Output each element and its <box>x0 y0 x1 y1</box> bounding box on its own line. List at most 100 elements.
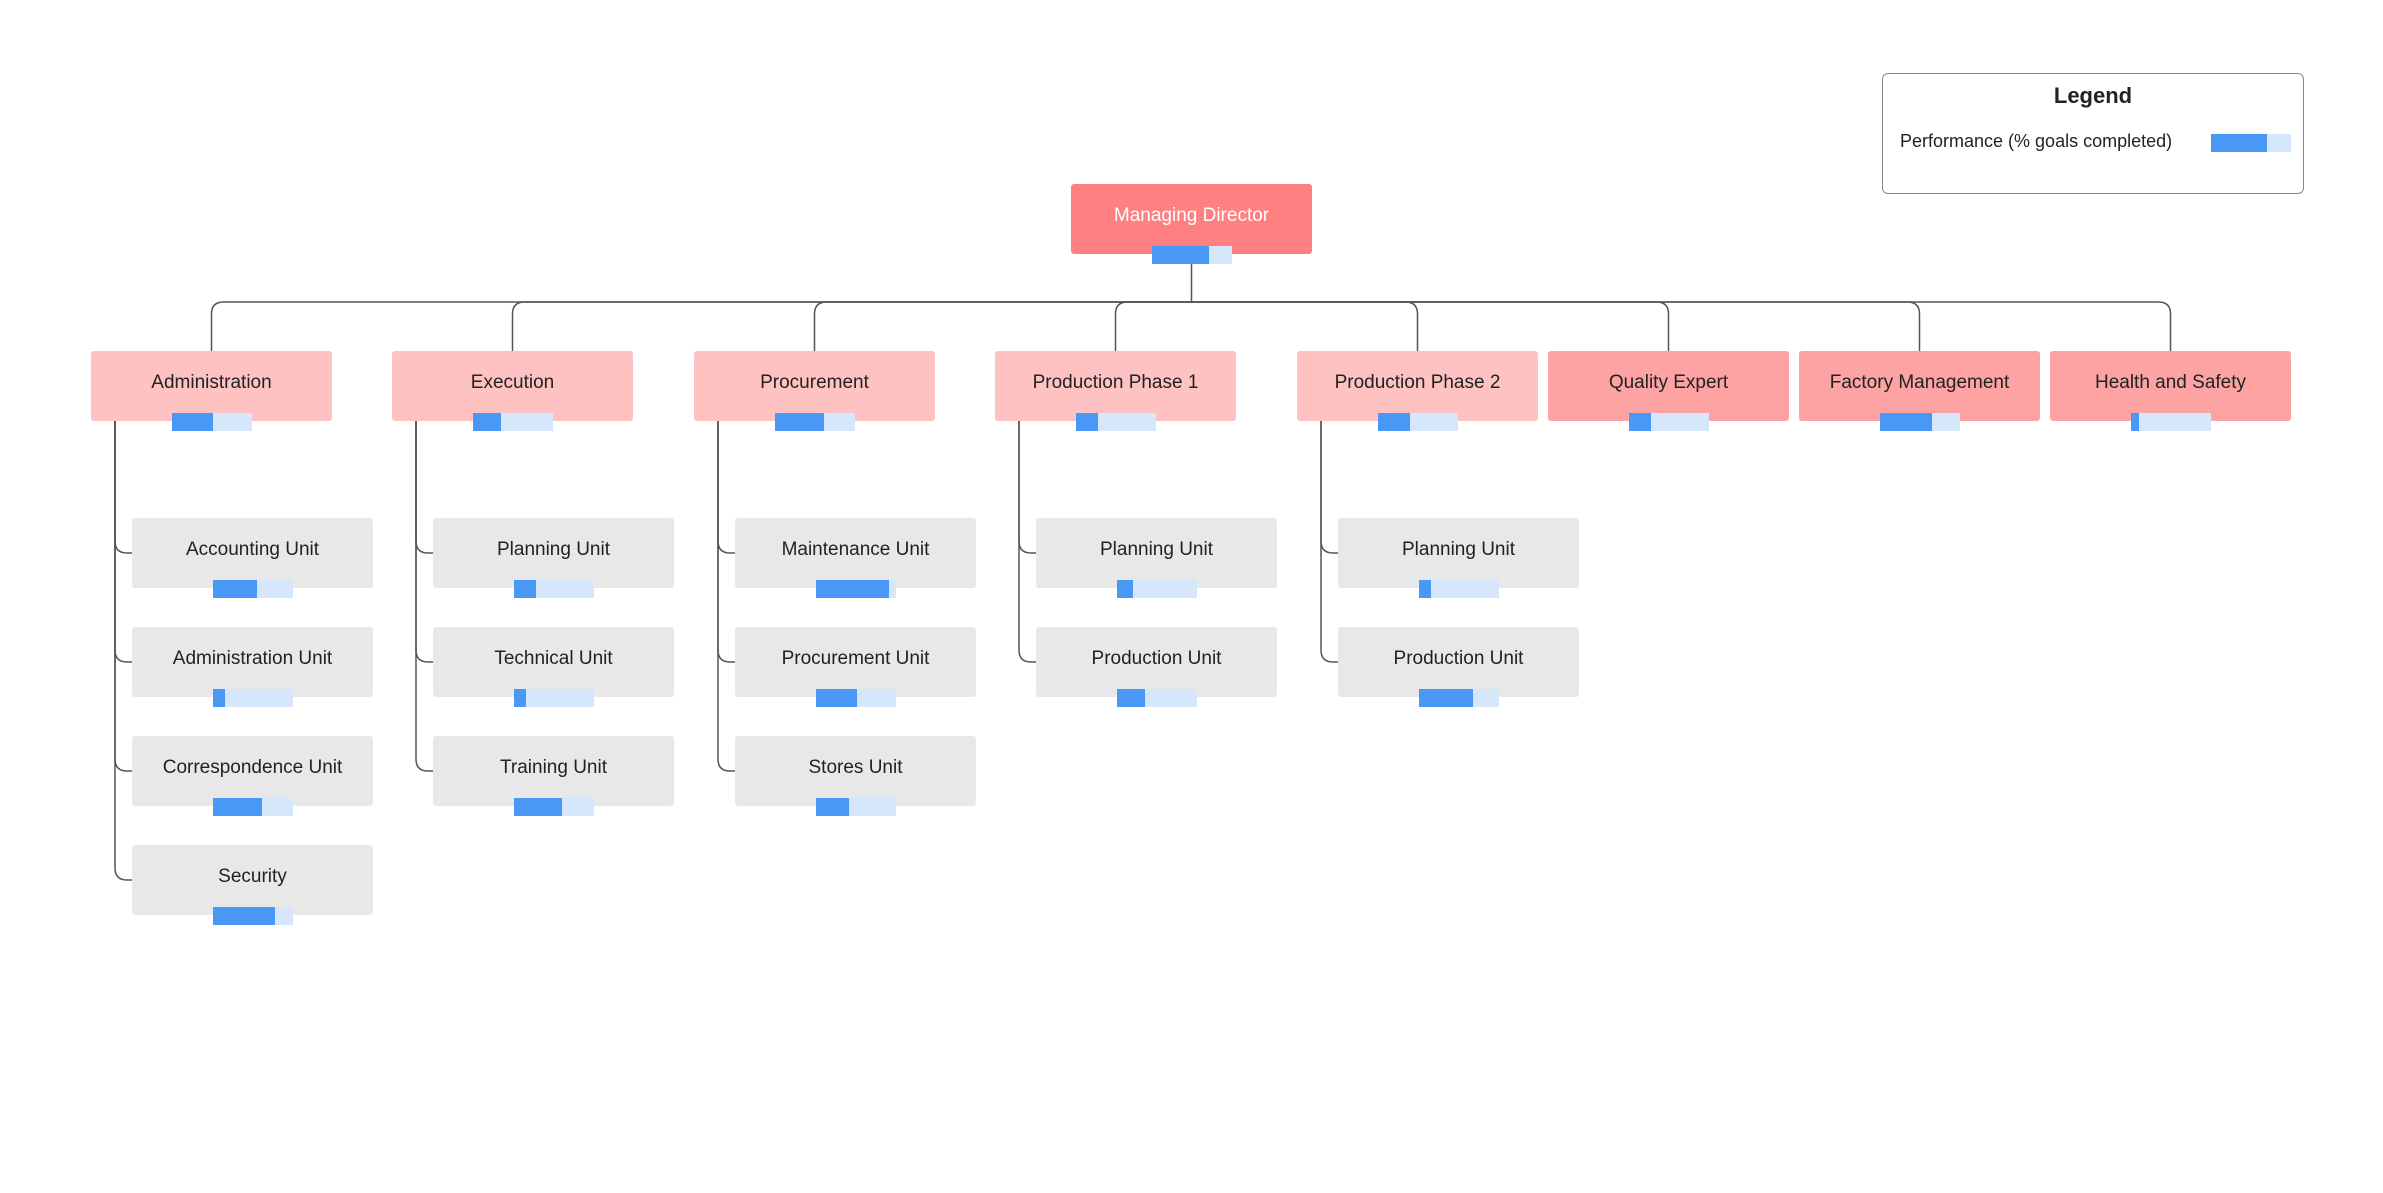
node-managing-director-performance-bar <box>1151 246 1232 264</box>
node-procurement-stores-unit-performance-fill <box>815 798 850 816</box>
connector-line <box>1018 421 1036 663</box>
connector-line <box>717 421 735 772</box>
node-administration-security-label: Security <box>218 866 287 887</box>
node-production-phase-2-performance-bar <box>1377 413 1458 431</box>
node-execution-training-unit[interactable]: Training Unit <box>433 736 674 816</box>
node-administration-performance-bar <box>171 413 252 431</box>
legend-title: Legend <box>2053 83 2133 108</box>
connector-line <box>813 301 1192 351</box>
node-administration-performance-fill <box>171 413 214 431</box>
node-procurement-maintenance-unit-label: Maintenance Unit <box>781 539 930 560</box>
connector-line <box>1114 301 1192 351</box>
node-production-phase-2-production-unit[interactable]: Production Unit <box>1338 627 1579 707</box>
node-administration[interactable]: Administration <box>91 351 332 431</box>
node-administration-accounting-unit[interactable]: Accounting Unit <box>132 518 373 598</box>
connector-line <box>415 421 433 772</box>
node-procurement-stores-unit-label: Stores Unit <box>808 757 903 778</box>
node-health-and-safety-performance-bar <box>2130 413 2211 431</box>
node-procurement[interactable]: Procurement <box>694 351 935 431</box>
node-production-phase-2-planning-unit-performance-bar <box>1418 580 1499 598</box>
node-production-phase-2-performance-fill <box>1377 413 1410 431</box>
node-administration-administration-unit-performance-fill <box>212 689 225 707</box>
node-production-phase-2-label: Production Phase 2 <box>1334 372 1501 393</box>
node-production-phase-1-production-unit-performance-fill <box>1116 689 1145 707</box>
node-execution-technical-unit[interactable]: Technical Unit <box>433 627 674 707</box>
node-administration-administration-unit-label: Administration Unit <box>172 648 333 669</box>
node-execution-technical-unit-label: Technical Unit <box>494 648 613 669</box>
node-production-phase-2-production-unit-performance-fill <box>1418 689 1473 707</box>
node-production-phase-2-production-unit-performance-bar <box>1418 689 1499 707</box>
node-production-phase-1-planning-unit[interactable]: Planning Unit <box>1036 518 1277 598</box>
node-procurement-performance-fill <box>774 413 825 431</box>
node-quality-expert-label: Quality Expert <box>1608 372 1729 393</box>
node-health-and-safety[interactable]: Health and Safety <box>2050 351 2291 431</box>
node-production-phase-1-production-unit-performance-bar <box>1116 689 1197 707</box>
connector-line <box>1191 301 2172 351</box>
node-execution-performance-bar <box>472 413 553 431</box>
node-production-phase-1-production-unit[interactable]: Production Unit <box>1036 627 1277 707</box>
node-execution-planning-unit-label: Planning Unit <box>496 539 611 560</box>
node-procurement-stores-unit[interactable]: Stores Unit <box>735 736 976 816</box>
node-procurement-maintenance-unit-performance-bar <box>815 580 896 598</box>
node-quality-expert-performance-fill <box>1628 413 1651 431</box>
node-managing-director[interactable]: Managing Director <box>1071 184 1312 264</box>
node-execution-training-unit-performance-bar <box>513 798 594 816</box>
node-administration-correspondence-unit-performance-bar <box>212 798 293 816</box>
node-administration-security-performance-fill <box>212 907 275 925</box>
node-administration-accounting-unit-performance-bar <box>212 580 293 598</box>
legend-entry-label: Performance (% goals completed) <box>1900 131 2173 151</box>
node-administration-accounting-unit-label: Accounting Unit <box>185 539 320 560</box>
connector-line <box>717 421 735 554</box>
node-production-phase-2-planning-unit-performance-fill <box>1418 580 1431 598</box>
node-production-phase-2-production-unit-label: Production Unit <box>1393 648 1524 669</box>
node-managing-director-label: Managing Director <box>1113 205 1270 226</box>
node-procurement-procurement-unit-performance-bar <box>815 689 896 707</box>
connector-line <box>1191 301 1670 351</box>
node-execution-label: Execution <box>470 372 555 393</box>
node-administration-correspondence-unit[interactable]: Correspondence Unit <box>132 736 373 816</box>
node-execution-technical-unit-performance-bar <box>513 689 594 707</box>
connector-line <box>1191 301 1419 351</box>
node-quality-expert[interactable]: Quality Expert <box>1548 351 1789 431</box>
node-execution-training-unit-performance-fill <box>513 798 562 816</box>
node-administration-correspondence-unit-performance-fill <box>212 798 263 816</box>
node-quality-expert-performance-bar <box>1628 413 1709 431</box>
connector-line <box>1191 301 1921 351</box>
connector-line <box>114 421 132 554</box>
node-factory-management[interactable]: Factory Management <box>1799 351 2040 431</box>
node-procurement-procurement-unit-label: Procurement Unit <box>781 648 930 669</box>
node-execution-planning-unit[interactable]: Planning Unit <box>433 518 674 598</box>
node-administration-administration-unit-performance-bar <box>212 689 293 707</box>
connector-line <box>717 421 735 663</box>
connector-line <box>114 421 132 881</box>
legend-performance-bar <box>2211 134 2291 152</box>
node-execution-training-unit-label: Training Unit <box>499 757 607 778</box>
node-production-phase-1-label: Production Phase 1 <box>1032 372 1199 393</box>
node-factory-management-label: Factory Management <box>1829 372 2010 393</box>
node-execution-planning-unit-performance-bar <box>513 580 594 598</box>
node-administration-security-performance-bar <box>212 907 293 925</box>
connector-line <box>415 421 433 554</box>
node-procurement-maintenance-unit[interactable]: Maintenance Unit <box>735 518 976 598</box>
node-procurement-maintenance-unit-performance-fill <box>815 580 890 598</box>
node-production-phase-1-performance-bar <box>1075 413 1156 431</box>
node-production-phase-1-planning-unit-performance-bar <box>1116 580 1197 598</box>
connector-line <box>114 421 132 663</box>
node-procurement-label: Procurement <box>760 372 869 393</box>
node-factory-management-performance-fill <box>1879 413 1932 431</box>
node-health-and-safety-performance-fill <box>2130 413 2139 431</box>
connector-line <box>210 301 1192 351</box>
node-administration-label: Administration <box>151 372 272 393</box>
node-execution[interactable]: Execution <box>392 351 633 431</box>
node-production-phase-2[interactable]: Production Phase 2 <box>1297 351 1538 431</box>
node-procurement-procurement-unit[interactable]: Procurement Unit <box>735 627 976 707</box>
connector-line <box>1320 421 1338 663</box>
connector-line <box>1018 421 1036 554</box>
node-administration-administration-unit[interactable]: Administration Unit <box>132 627 373 707</box>
node-health-and-safety-label: Health and Safety <box>2094 372 2247 393</box>
connector-line <box>114 421 132 772</box>
node-production-phase-2-planning-unit[interactable]: Planning Unit <box>1338 518 1579 598</box>
node-administration-security[interactable]: Security <box>132 845 373 925</box>
legend-box: Legend Performance (% goals completed) <box>1882 73 2304 194</box>
node-production-phase-1[interactable]: Production Phase 1 <box>995 351 1236 431</box>
